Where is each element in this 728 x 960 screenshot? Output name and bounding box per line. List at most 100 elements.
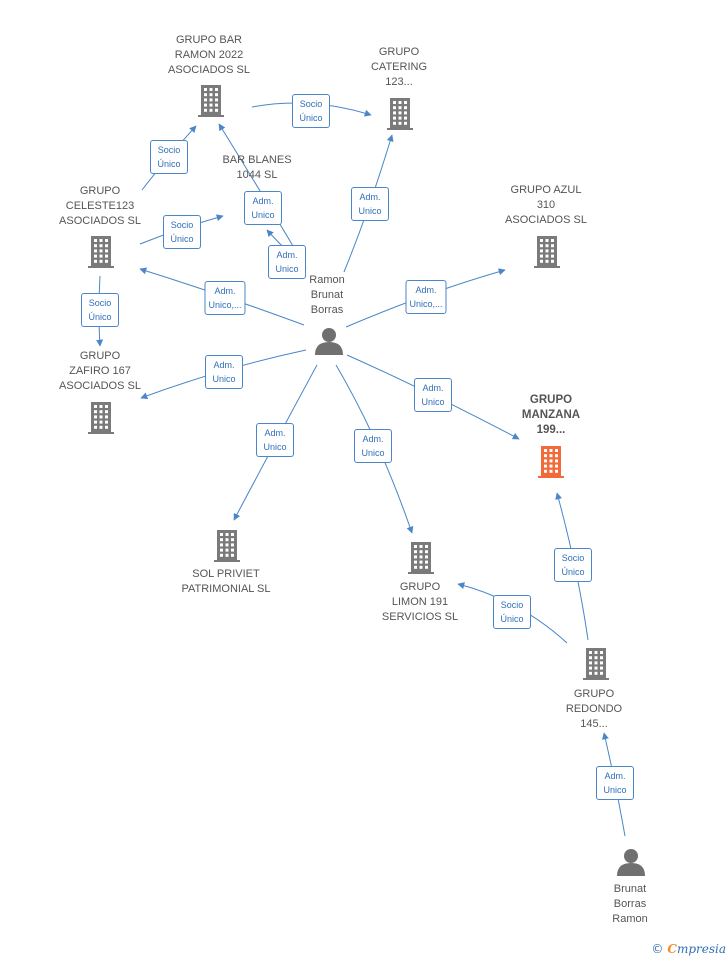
node-label-line: ASOCIADOS SL bbox=[59, 380, 141, 392]
node-label-line: Borras bbox=[310, 304, 344, 316]
node-label-line: RAMON 2022 bbox=[174, 49, 244, 61]
node-label-line: MANZANA bbox=[521, 409, 581, 421]
edge-label-ramon-to-manzana[interactable]: Adm. Unico bbox=[414, 378, 452, 412]
node-label-line: GRUPO BAR bbox=[175, 34, 242, 46]
edge-label-line: Socio bbox=[561, 553, 585, 563]
node-label-line: ASOCIADOS SL bbox=[505, 214, 587, 226]
node-label-line: REDONDO bbox=[565, 703, 623, 715]
edge-label-line: Adm. bbox=[359, 192, 381, 202]
person-icon-ramon-brunat[interactable] bbox=[315, 328, 343, 355]
edge-label-ramon-to-bar-blanes[interactable]: Adm. Unico bbox=[268, 245, 306, 279]
node-label-line: 145... bbox=[580, 718, 608, 730]
edge-label-line: Unico bbox=[361, 448, 385, 458]
edge-label-brunat-to-redondo[interactable]: Adm. Unico bbox=[596, 766, 634, 800]
edge-label-line: Unico bbox=[263, 442, 287, 452]
node-label-line: GRUPO bbox=[378, 46, 420, 58]
edge-label-ramon-to-sol-priviet[interactable]: Adm. Unico bbox=[256, 423, 294, 457]
edge-label-line: Socio bbox=[88, 298, 112, 308]
node-label-line: CATERING bbox=[370, 61, 428, 73]
node-label-line: ASOCIADOS SL bbox=[59, 215, 141, 227]
node-label-line: GRUPO bbox=[529, 394, 573, 406]
edge-label-line: Adm. bbox=[422, 383, 444, 393]
node-label-line: Ramon bbox=[612, 913, 648, 925]
node-label-line: 1044 SL bbox=[236, 169, 278, 181]
node-label-line: Borras bbox=[613, 898, 647, 910]
node-label-line: ZAFIRO 167 bbox=[69, 365, 131, 377]
building-icon-grupo-manzana[interactable] bbox=[538, 446, 564, 478]
edge-label-line: Unico bbox=[421, 397, 445, 407]
edge-label-line: Adm. bbox=[264, 428, 286, 438]
node-label-line: ASOCIADOS SL bbox=[168, 64, 250, 76]
brand-initial: C bbox=[667, 942, 677, 956]
node-label-line: 199... bbox=[536, 424, 566, 436]
node-label-line: GRUPO AZUL bbox=[510, 184, 582, 196]
node-label-line: GRUPO bbox=[573, 688, 615, 700]
building-icon-grupo-celeste[interactable] bbox=[88, 236, 114, 268]
icons-layer bbox=[88, 85, 645, 876]
node-label-sol-priviet[interactable]: SOL PRIVIET PATRIMONIAL SL bbox=[161, 567, 291, 597]
edge-label-line: Único bbox=[157, 159, 181, 169]
node-label-line: CELESTE123 bbox=[65, 200, 135, 212]
building-icon-sol-priviet[interactable] bbox=[214, 530, 240, 562]
building-icon-grupo-azul[interactable] bbox=[534, 236, 560, 268]
edge-label-line: Adm. bbox=[252, 196, 274, 206]
edge-label-ramon-to-zafiro[interactable]: Adm. Unico bbox=[205, 355, 243, 389]
node-label-grupo-manzana[interactable]: GRUPO MANZANA 199... bbox=[486, 393, 616, 438]
edge-label-ramon-to-celeste[interactable]: Adm. Unico,... bbox=[204, 281, 246, 315]
person-icon-brunat-borras[interactable] bbox=[617, 849, 645, 876]
node-label-line: GRUPO bbox=[399, 581, 441, 593]
edge-label-line: Adm. bbox=[214, 286, 236, 296]
node-label-line: SERVICIOS SL bbox=[381, 611, 459, 623]
node-label-grupo-redondo[interactable]: GRUPO REDONDO 145... bbox=[529, 687, 659, 732]
edge-label-ramon-to-bar-ramon[interactable]: Adm. Unico bbox=[244, 191, 282, 225]
edge-label-line: Adm. bbox=[415, 285, 437, 295]
node-label-bar-blanes[interactable]: BAR BLANES 1044 SL bbox=[192, 153, 322, 183]
empresia-logo[interactable]: ©Cmpresia bbox=[651, 942, 726, 956]
node-label-line: Brunat bbox=[613, 883, 647, 895]
node-label-line: PATRIMONIAL SL bbox=[181, 583, 271, 595]
edge-label-line: Socio bbox=[299, 99, 323, 109]
edge-label-line: Socio bbox=[157, 145, 181, 155]
edge-label-line: Unico bbox=[275, 264, 299, 274]
edge-label-line: Adm. bbox=[604, 771, 626, 781]
building-icon-grupo-zafiro[interactable] bbox=[88, 402, 114, 434]
node-label-line: SOL PRIVIET bbox=[192, 568, 260, 580]
building-icon-grupo-bar-ramon[interactable] bbox=[198, 85, 224, 117]
edge-label-line: Unico bbox=[251, 210, 275, 220]
edge-label-line: Adm. bbox=[276, 250, 298, 260]
node-label-line: BAR BLANES bbox=[222, 154, 292, 166]
edge-label-ramon-to-catering[interactable]: Adm.Unico bbox=[351, 187, 389, 221]
copyright-symbol: © bbox=[651, 942, 664, 956]
building-icon-grupo-limon[interactable] bbox=[408, 542, 434, 574]
building-icon-grupo-redondo[interactable] bbox=[583, 648, 609, 680]
edge-label-line: Único bbox=[500, 614, 524, 624]
edge-label-line: Único bbox=[299, 113, 323, 123]
edge-label-line: Adm. bbox=[213, 360, 235, 370]
edge-label-line: Unico bbox=[603, 785, 627, 795]
edge-label-ramon-to-limon[interactable]: Adm.Unico bbox=[354, 429, 392, 463]
node-label-line: LIMON 191 bbox=[391, 596, 449, 608]
edge-label-line: Unico bbox=[212, 374, 236, 384]
edge-label-line: Único bbox=[88, 312, 112, 322]
edge-label-ramon-to-azul[interactable]: Adm.Unico,... bbox=[405, 280, 447, 314]
brand-name: mpresia bbox=[676, 942, 726, 956]
edge-label-line: Unico,... bbox=[208, 300, 242, 310]
node-label-line: Ramon bbox=[309, 274, 345, 286]
building-icon-grupo-catering[interactable] bbox=[387, 98, 413, 130]
edge-label-line: Socio bbox=[500, 600, 524, 610]
